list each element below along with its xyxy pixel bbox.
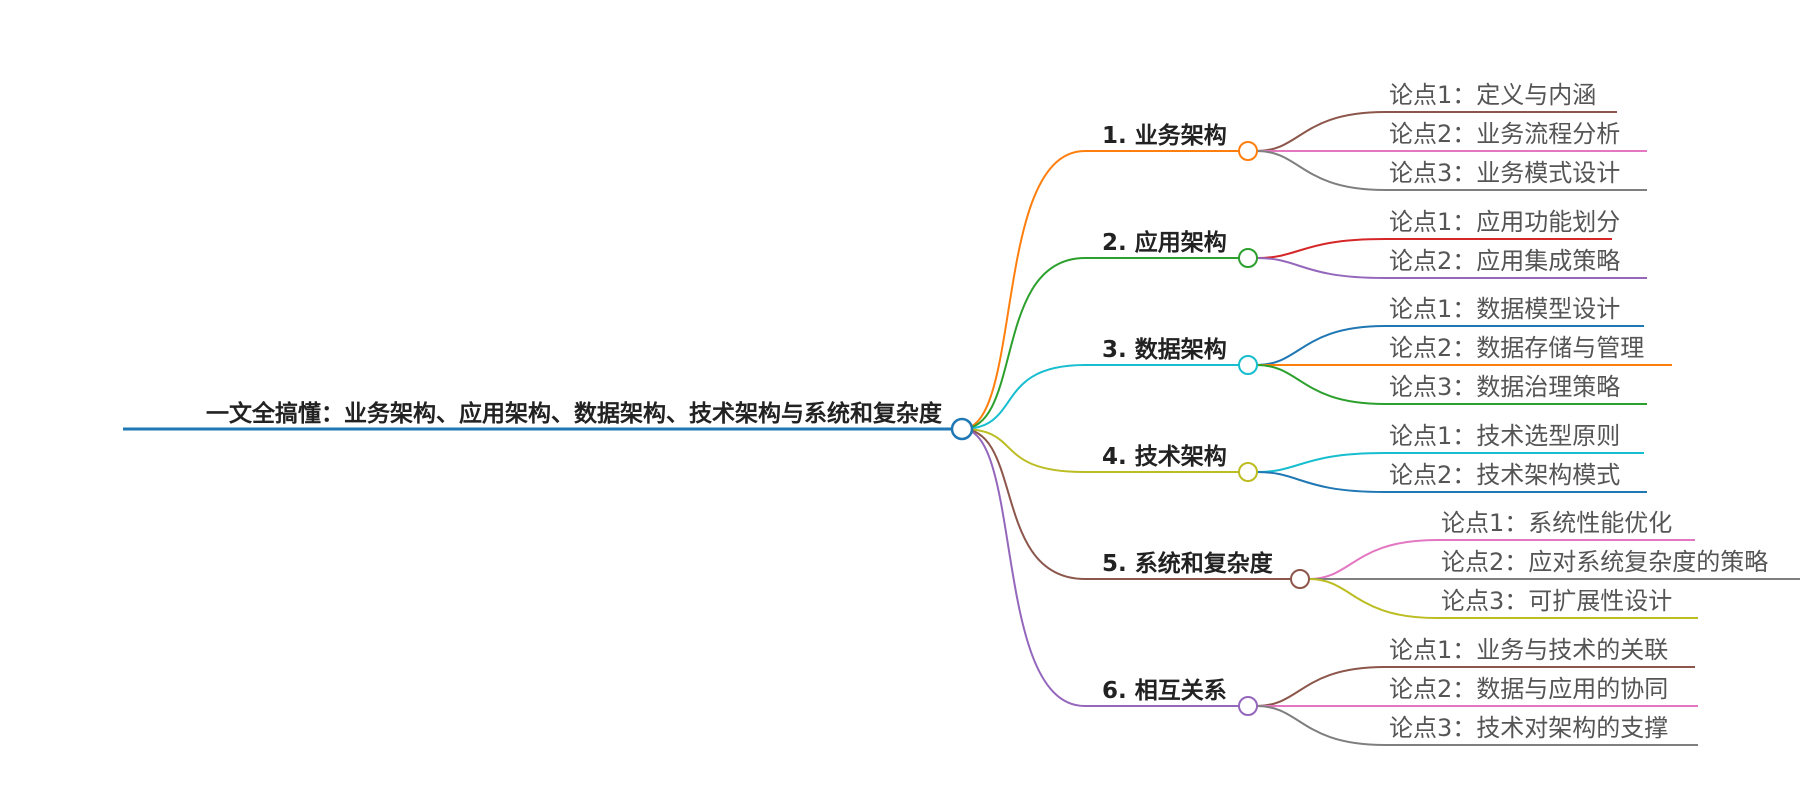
leaf-topic: 论点2：技术架构模式 <box>1389 461 1620 489</box>
leaf-topic: 论点2：数据存储与管理 <box>1389 334 1644 362</box>
leaf-connector <box>1256 325 1386 366</box>
leaf-connector <box>1308 539 1438 580</box>
leaf-connector <box>1256 111 1386 152</box>
branch-connector <box>961 364 1086 430</box>
leaf-connector <box>1256 471 1386 493</box>
leaf-connector <box>1256 257 1386 279</box>
leaf-topic: 论点1：应用功能划分 <box>1389 208 1620 236</box>
leaf-topic: 论点3：数据治理策略 <box>1389 373 1620 401</box>
branch-connector <box>961 428 1086 580</box>
leaf-connector <box>1256 705 1386 746</box>
leaf-topic: 论点1：系统性能优化 <box>1441 509 1672 537</box>
leaf-topic: 论点2：数据与应用的协同 <box>1389 675 1668 703</box>
root-node-circle[interactable] <box>950 417 974 441</box>
branch-topic-6: 6. 相互关系 <box>1102 677 1227 704</box>
branch-topic-3: 3. 数据架构 <box>1102 336 1227 363</box>
leaf-topic: 论点3：技术对架构的支撑 <box>1389 714 1668 742</box>
leaf-connector <box>1256 452 1386 473</box>
leaf-connector <box>1256 364 1386 405</box>
leaf-connector <box>1256 666 1386 707</box>
leaf-topic: 论点1：数据模型设计 <box>1389 295 1620 323</box>
mindmap-nodes <box>950 141 1310 716</box>
leaf-topic: 论点1：定义与内涵 <box>1389 81 1596 109</box>
branch-topic-1: 1. 业务架构 <box>1102 122 1227 149</box>
branch-node-circle[interactable] <box>1238 696 1258 716</box>
leaf-topic: 论点1：业务与技术的关联 <box>1389 636 1668 664</box>
leaf-topic: 论点3：可扩展性设计 <box>1441 587 1672 615</box>
mindmap-edges <box>123 111 1800 746</box>
branch-connector <box>961 428 1086 473</box>
leaf-topic: 论点2：应用集成策略 <box>1389 247 1620 275</box>
branch-node-circle[interactable] <box>1238 355 1258 375</box>
branch-connector <box>961 150 1086 430</box>
branch-node-circle[interactable] <box>1238 248 1258 268</box>
root-topic: 一文全搞懂：业务架构、应用架构、数据架构、技术架构与系统和复杂度 <box>206 400 943 427</box>
branch-node-circle[interactable] <box>1238 141 1258 161</box>
branch-topic-5: 5. 系统和复杂度 <box>1102 550 1274 577</box>
leaf-topic: 论点2：应对系统复杂度的策略 <box>1441 548 1768 576</box>
branch-topic-4: 4. 技术架构 <box>1102 443 1227 470</box>
branch-node-circle[interactable] <box>1290 569 1310 589</box>
leaf-topic: 论点2：业务流程分析 <box>1389 120 1620 148</box>
leaf-topic: 论点3：业务模式设计 <box>1389 159 1620 187</box>
leaf-topic: 论点1：技术选型原则 <box>1389 422 1620 450</box>
branch-connector <box>961 257 1086 430</box>
branch-connector <box>961 428 1086 707</box>
branch-topic-2: 2. 应用架构 <box>1102 229 1227 256</box>
branch-node-circle[interactable] <box>1238 462 1258 482</box>
leaf-connector <box>1308 578 1438 619</box>
leaf-connector <box>1256 238 1386 259</box>
leaf-connector <box>1256 150 1386 191</box>
